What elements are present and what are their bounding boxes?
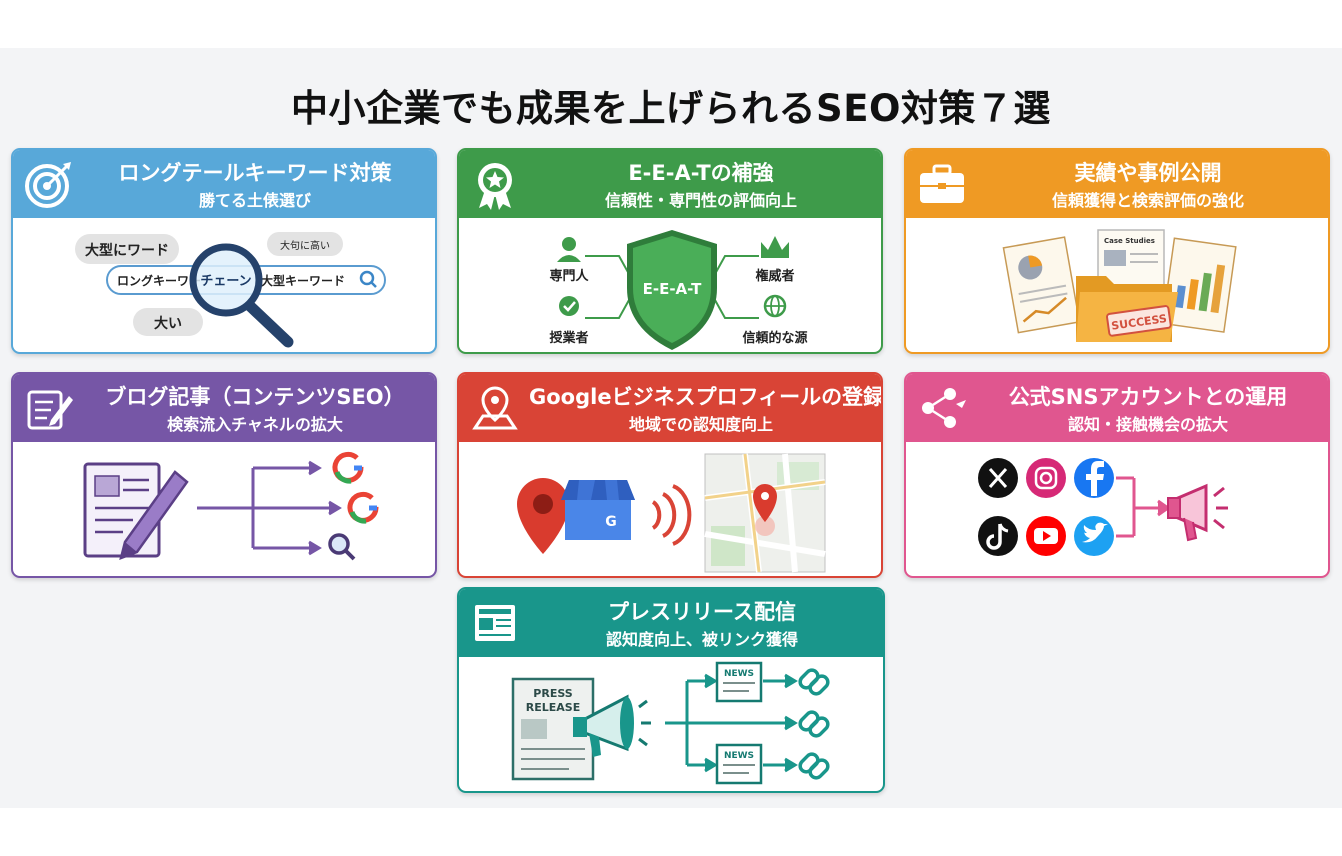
bar-chart-doc — [1161, 237, 1237, 333]
card-body: 大型にワード 大句に高い 大い ロングキーワー 大型キーワード チェーン — [13, 218, 435, 352]
briefcase-icon — [920, 164, 964, 203]
google-g-icon — [347, 491, 379, 524]
card-body — [906, 442, 1328, 576]
card-header: 公式SNSアカウントとの運用 認知・接触機会の拡大 — [906, 374, 1328, 442]
news-label-top: NEWS — [724, 669, 754, 679]
bubble-small — [267, 232, 343, 256]
search-icon — [328, 533, 356, 561]
card-body: Case Studies SUCCESS — [906, 218, 1328, 352]
card-title: ロングテールキーワード対策 — [118, 161, 392, 185]
card-title: Googleビジネスプロフィールの登録 — [529, 385, 883, 409]
bubble-big-label: 大型にワード — [85, 242, 169, 259]
press-label: PRESS — [533, 687, 572, 700]
card-subtitle: 検索流入チャネルの拡大 — [167, 415, 343, 434]
shield-icon — [627, 230, 717, 350]
tiktok-icon — [978, 516, 1018, 556]
card-cases: 実績や事例公開 信頼獲得と検索評価の強化 Case Studies — [904, 148, 1330, 354]
blog-edit-icon — [27, 390, 73, 430]
card-header: ロングテールキーワード対策 勝てる土俵選び — [13, 150, 435, 218]
card-subtitle: 地域での認知度向上 — [628, 415, 773, 434]
search-right: 大型キーワード — [261, 273, 345, 288]
card-header: ブログ記事（コンテンツSEO） 検索流入チャネルの拡大 — [13, 374, 435, 442]
card-header: 実績や事例公開 信頼獲得と検索評価の強化 — [906, 150, 1328, 218]
globe-icon — [763, 294, 787, 318]
megaphone-icon — [1167, 483, 1228, 542]
card-header: Googleビジネスプロフィールの登録 地域での認知度向上 — [459, 374, 881, 442]
case-studies-label: Case Studies — [1104, 237, 1155, 245]
trust-label: 信頼的な源 — [742, 330, 807, 346]
card-eeat: E-E-A-Tの補強 信頼性・専門性の評価向上 E-E-A-T 専門人 授業者 — [457, 148, 883, 354]
card-gbp: Googleビジネスプロフィールの登録 地域での認知度向上 G — [457, 372, 883, 578]
news-label-bottom: NEWS — [724, 751, 754, 761]
card-subtitle: 勝てる土俵選び — [198, 191, 311, 210]
link-chain-icon — [798, 752, 830, 780]
svg-text:G: G — [605, 514, 617, 530]
facebook-icon — [1074, 458, 1114, 498]
card-blog: ブログ記事（コンテンツSEO） 検索流入チャネルの拡大 — [11, 372, 437, 578]
instagram-icon — [1026, 458, 1066, 498]
link-chain-icon — [798, 668, 830, 696]
search-mid: チェーン — [200, 274, 251, 289]
distribution-arrows — [665, 673, 798, 773]
news-doc-top: NEWS — [715, 661, 763, 703]
card-body — [13, 442, 435, 576]
red-pin-icon — [517, 478, 569, 554]
card-title: 実績や事例公開 — [1074, 161, 1222, 185]
card-header: E-E-A-Tの補強 信頼性・専門性の評価向上 — [459, 150, 881, 218]
card-body: E-E-A-T 専門人 授業者 権威者 信頼的な源 — [459, 218, 881, 352]
card-press: プレスリリース配信 認知度向上、被リンク獲得 PRESS RELEASE — [457, 587, 885, 793]
badge-check-icon — [559, 296, 579, 316]
card-body: PRESS RELEASE — [459, 657, 883, 791]
card-subtitle: 信頼獲得と検索評価の強化 — [1051, 191, 1244, 210]
card-longtail: ロングテールキーワード対策 勝てる土俵選び 大型にワード 大句に高い 大い ロン… — [11, 148, 437, 354]
card-subtitle: 認知・接触機会の拡大 — [1067, 415, 1228, 434]
twitter-icon — [1074, 516, 1114, 556]
flow-arrows — [197, 460, 342, 556]
social-network-icon — [922, 388, 966, 428]
link-chain-icon — [798, 710, 830, 738]
card-title: プレスリリース配信 — [608, 600, 796, 624]
crown-icon — [761, 236, 789, 258]
megaphone-icon — [573, 694, 651, 757]
bubble-low-label: 大い — [154, 315, 182, 332]
page-title: 中小企業でも成果を上げられるSEO対策７選 — [291, 87, 1051, 130]
google-g-icon — [332, 451, 364, 484]
expert-person-icon — [557, 237, 581, 262]
expert-label: 専門人 — [549, 268, 589, 284]
news-doc-bottom: NEWS — [715, 743, 763, 785]
card-subtitle: 認知度向上、被リンク獲得 — [605, 630, 798, 649]
card-header: プレスリリース配信 認知度向上、被リンク獲得 — [459, 589, 883, 657]
card-sns: 公式SNSアカウントとの運用 認知・接触機会の拡大 — [904, 372, 1330, 578]
card-title: E-E-A-Tの補強 — [628, 161, 774, 185]
shield-label: E-E-A-T — [643, 280, 703, 298]
bubble-small-label: 大句に高い — [280, 239, 330, 252]
authority-label: 権威者 — [755, 268, 794, 284]
signal-waves — [651, 484, 692, 546]
target-icon — [25, 162, 71, 208]
card-subtitle: 信頼性・専門性の評価向上 — [604, 191, 797, 210]
storefront-icon: G — [561, 480, 635, 540]
report-pie-doc — [1002, 236, 1081, 334]
youtube-icon — [1026, 516, 1066, 556]
press-release-doc: PRESS RELEASE — [511, 677, 595, 781]
bubble-big — [75, 234, 179, 264]
release-label: RELEASE — [526, 701, 580, 714]
award-ribbon-icon — [478, 163, 512, 210]
magnifier-icon: チェーン — [189, 243, 294, 348]
bubble-low — [133, 308, 203, 336]
success-stamp: SUCCESS — [1106, 305, 1172, 337]
x-logo-icon — [978, 458, 1018, 498]
map-pin-icon — [753, 484, 777, 536]
search-left: ロングキーワー — [117, 273, 201, 288]
newspaper-icon — [475, 605, 515, 641]
map-pin-icon — [472, 386, 518, 430]
supervisor-label: 授業者 — [549, 330, 588, 346]
search-icon — [359, 270, 377, 288]
card-title: ブログ記事（コンテンツSEO） — [105, 385, 405, 409]
connector-lines — [1116, 476, 1171, 538]
card-body: G — [459, 442, 881, 576]
card-title: 公式SNSアカウントとの運用 — [1008, 385, 1288, 409]
pen-icon — [119, 470, 189, 561]
